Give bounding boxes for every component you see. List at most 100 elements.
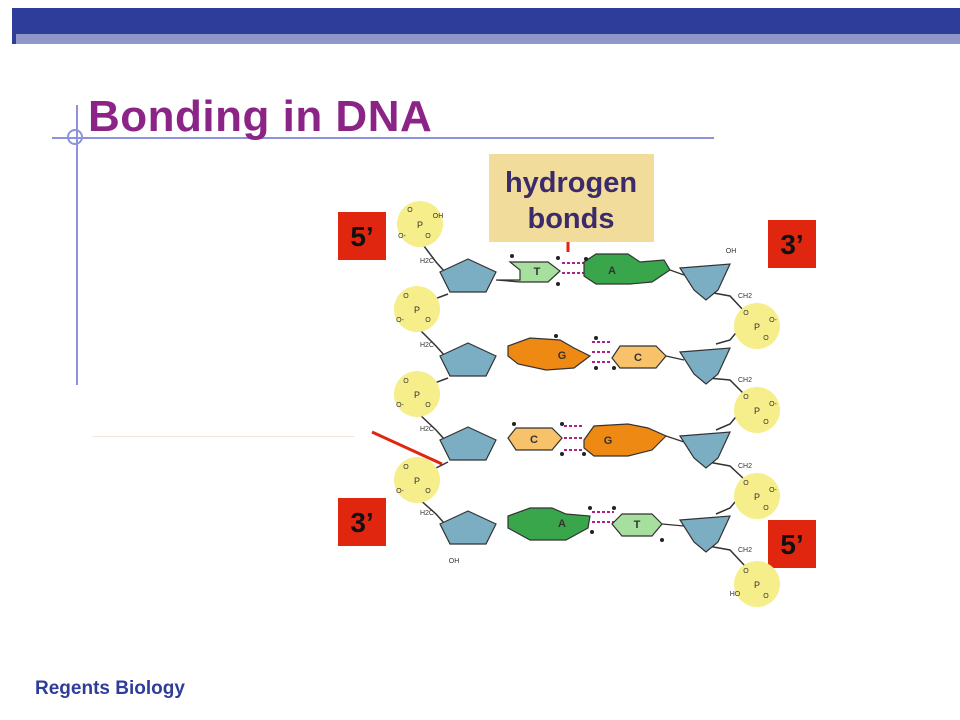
right-sugar-1 — [678, 263, 731, 301]
left-sugar-2 — [439, 342, 497, 377]
decor-crosshair-circle — [67, 129, 83, 145]
callout-label-line1: hydrogen — [505, 167, 637, 199]
oh-label-top-left: OH — [433, 213, 444, 220]
header-bar-shadow — [16, 34, 960, 44]
o-minus-label-r3: O- — [769, 487, 777, 494]
o-label-l4b: O — [425, 488, 431, 495]
o-label-r4a: O — [743, 568, 749, 575]
base-pair-3: C G — [507, 423, 685, 457]
hydrogen-bonds-3 — [564, 425, 584, 451]
o-minus-label-l4: O- — [396, 488, 404, 495]
phosphate-left-4 — [394, 457, 440, 503]
o-label-r3b: O — [763, 505, 769, 512]
ho-label-bottom-right: HO — [730, 591, 741, 598]
phosphate-right-3 — [734, 473, 780, 519]
left-phosphates — [394, 201, 443, 503]
right-sugar-2 — [678, 347, 731, 385]
o-minus-label-r2: O- — [769, 401, 777, 408]
p-label-r1: P — [754, 322, 760, 332]
o-label-l1a: O — [407, 207, 413, 214]
left-sugars — [439, 258, 497, 545]
end-label-bottom-right: 5’ — [780, 529, 803, 560]
adenine-base-4 — [507, 507, 591, 541]
right-sugars — [678, 263, 731, 553]
hydrogen-bonds-2 — [592, 341, 612, 363]
end-label-box-top-right — [768, 220, 816, 268]
h2c-label-3: H2C — [420, 426, 434, 433]
phosphate-p-labels: P P P P P P P P — [414, 220, 760, 590]
atom-dots — [510, 254, 664, 542]
ch2-label-2: CH2 — [738, 377, 752, 384]
o-minus-label-r1: O- — [769, 317, 777, 324]
o-label-r2a: O — [743, 394, 749, 401]
footer-label: Regents Biology — [35, 678, 185, 699]
p-label-l3: P — [414, 390, 420, 400]
o-label-r4b: O — [763, 593, 769, 600]
o-label-r3a: O — [743, 480, 749, 487]
base-label-4-right: T — [634, 519, 641, 531]
o-label-l4a: O — [403, 464, 409, 471]
o-label-l3b: O — [425, 402, 431, 409]
p-label-l1: P — [417, 220, 423, 230]
end-label-box-bottom-right — [768, 520, 816, 568]
p-label-l2: P — [414, 305, 420, 315]
base-label-1-right: A — [608, 265, 616, 277]
p-label-r2: P — [754, 406, 760, 416]
base-label-1-left: T — [534, 266, 541, 278]
pointer-line — [371, 430, 443, 466]
o-minus-label-l2: O- — [396, 317, 404, 324]
base-pair-2: G C — [507, 337, 685, 371]
left-backbone — [417, 245, 449, 525]
right-sugar-3 — [678, 431, 731, 469]
end-label-top-left: 5’ — [350, 221, 373, 252]
hydroxyl-labels: OH OH OH HO — [433, 213, 741, 598]
o-minus-label-l3: O- — [396, 402, 404, 409]
oh-label-top-right: OH — [726, 248, 737, 255]
p-label-r3: P — [754, 492, 760, 502]
phosphate-right-2 — [734, 387, 780, 433]
right-sugar-4 — [678, 515, 731, 553]
callout-label-line2: bonds — [528, 203, 615, 235]
end-label-bottom-left: 3’ — [350, 507, 373, 538]
thymine-base-1 — [495, 261, 561, 283]
left-sugar-3 — [439, 426, 497, 461]
base-pair-1: T A — [495, 253, 685, 285]
end-label-top-right: 3’ — [780, 229, 803, 260]
base-pair-4: A T — [507, 507, 685, 541]
o-label-r1a: O — [743, 310, 749, 317]
base-label-3-right: G — [604, 435, 613, 447]
decor-vertical-line — [76, 105, 78, 385]
oh-label-bottom-left: OH — [449, 558, 460, 565]
phosphate-left-3 — [394, 371, 440, 417]
end-label-box-top-left — [338, 212, 386, 260]
right-phosphates — [734, 303, 780, 607]
base-label-4-left: A — [558, 518, 566, 530]
hydrogen-bonds-callout-box — [489, 154, 654, 242]
left-sugar-1 — [439, 258, 497, 293]
o-label-r1b: O — [763, 335, 769, 342]
guanine-base-3 — [583, 423, 668, 457]
ch2-label-1: CH2 — [738, 293, 752, 300]
phosphate-o-labels: O O O O O O O O O O O O O O O O — [403, 207, 769, 600]
ch2-labels: CH2 CH2 CH2 CH2 — [738, 293, 752, 554]
base-label-3-left: C — [530, 434, 538, 446]
adenine-base-1 — [583, 253, 671, 285]
base-label-2-left: G — [558, 350, 567, 362]
phosphate-right-4 — [734, 561, 780, 607]
p-label-r4: P — [754, 580, 760, 590]
left-sugar-4 — [439, 510, 497, 545]
base-label-2-right: C — [634, 352, 642, 364]
hydrogen-bonds-1 — [562, 262, 584, 274]
h2c-label-1: H2C — [420, 258, 434, 265]
h2c-labels: H2C H2C H2C H2C — [420, 258, 434, 517]
phosphate-left-1 — [397, 201, 443, 247]
end-label-box-bottom-left — [338, 498, 386, 546]
ch2-label-4: CH2 — [738, 547, 752, 554]
phosphate-o-minus-labels: O- O- O- O- O- O- O- — [396, 233, 777, 495]
o-label-r2b: O — [763, 419, 769, 426]
phosphate-right-1 — [734, 303, 780, 349]
o-label-l2a: O — [403, 293, 409, 300]
ch2-label-3: CH2 — [738, 463, 752, 470]
decor-horizontal-line — [52, 137, 714, 139]
